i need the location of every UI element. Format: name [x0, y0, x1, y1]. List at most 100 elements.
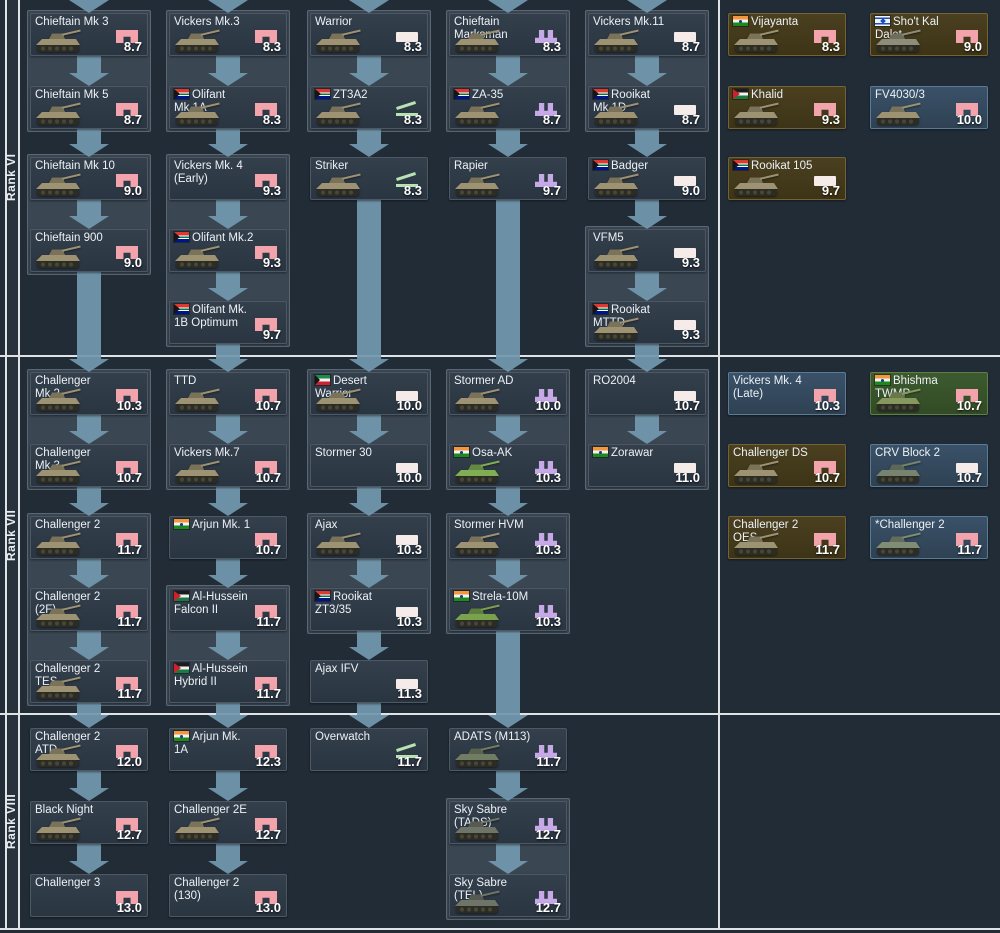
- vehicle-name: Strela-10M: [454, 591, 537, 604]
- vehicle-card-badger[interactable]: Badger 9.0: [588, 157, 706, 200]
- vehicle-card-crv-block-2[interactable]: CRV Block 2 10.7: [870, 444, 988, 487]
- vehicle-type-icon-mbt: [255, 318, 277, 331]
- vehicle-name: Arjun Mk. 1A: [174, 731, 241, 756]
- vehicle-card-rooikat-mttd[interactable]: Rooikat MTTD 9.3: [588, 301, 706, 344]
- vehicle-name: Rooikat 105: [733, 160, 816, 173]
- vehicle-card-olifant-mk-2[interactable]: Olifant Mk.2 9.3: [169, 229, 287, 272]
- research-arrow-shaft: [77, 415, 101, 431]
- research-arrow-head: [208, 715, 248, 728]
- vehicle-card-chieftain-mk-5[interactable]: Chieftain Mk 5 8.7: [30, 86, 148, 129]
- vehicle-card-striker[interactable]: Striker 8.3: [310, 157, 428, 200]
- vehicle-card-adats-m113[interactable]: ADATS (M113) 11.7: [449, 728, 567, 771]
- battle-rating: 9.0: [123, 255, 142, 270]
- vehicle-card-challenger-2-atd[interactable]: Challenger 2 ATD 12.0: [30, 728, 148, 771]
- vehicle-card-olifant-mk-1a[interactable]: Olifant Mk.1A 8.3: [169, 86, 287, 129]
- vehicle-card-zt3a2[interactable]: ZT3A2 8.3: [310, 86, 428, 129]
- research-arrow-shaft: [635, 200, 659, 216]
- vehicle-card-challenger-2-tes[interactable]: Challenger 2 TES 11.7: [30, 660, 148, 703]
- battle-rating: 10.0: [956, 112, 982, 127]
- research-arrow-shaft: [635, 415, 659, 431]
- vehicle-type-icon-mbt: [956, 30, 978, 43]
- vehicle-card-warrior[interactable]: Warrior 8.3: [310, 13, 428, 56]
- battle-rating: 11.7: [815, 542, 840, 557]
- vehicle-card-desert-warrior[interactable]: Desert Warrior 10.0: [310, 372, 428, 415]
- vehicle-card-vickers-mk-4-late[interactable]: Vickers Mk. 4 (Late)10.3: [728, 372, 846, 415]
- vehicle-card-rapier[interactable]: Rapier 9.7: [449, 157, 567, 200]
- vehicle-card-black-night[interactable]: Black Night 12.7: [30, 801, 148, 844]
- tank-image: [455, 173, 500, 196]
- vehicle-card-ttd[interactable]: TTD 10.7: [169, 372, 287, 415]
- battle-rating: 10.7: [956, 398, 982, 413]
- vehicle-card-vickers-mk-3[interactable]: Vickers Mk.3 8.3: [169, 13, 287, 56]
- research-arrow-head: [69, 647, 109, 660]
- flag-icon-south-africa: [174, 232, 189, 242]
- vehicle-card-stormer-ad[interactable]: Stormer AD 10.0: [449, 372, 567, 415]
- tank-image: [316, 102, 361, 125]
- flag-icon-south-africa: [174, 89, 189, 99]
- research-arrow-head: [627, 216, 667, 229]
- vehicle-card-fv4030-3[interactable]: FV4030/3 10.0: [870, 86, 988, 129]
- vehicle-card-vickers-mk-7[interactable]: Vickers Mk.7 10.7: [169, 444, 287, 487]
- research-arrow-head: [349, 73, 389, 86]
- research-arrow-shaft: [216, 487, 240, 503]
- vehicle-card-rooikat-105[interactable]: Rooikat 105 9.7: [728, 157, 846, 200]
- vehicle-type-icon-mbt: [255, 818, 277, 831]
- battle-rating: 9.0: [963, 39, 982, 54]
- vehicle-card-chieftain-marksman[interactable]: Chieftain Marksman 8.3: [449, 13, 567, 56]
- vehicle-card-sky-sabre-tel[interactable]: Sky Sabre (TEL) 12.7: [449, 874, 567, 917]
- battle-rating: 10.0: [535, 398, 561, 413]
- vehicle-card-strela-10m[interactable]: Strela-10M 10.3: [449, 588, 567, 631]
- research-arrow-shaft: [77, 631, 101, 647]
- research-arrow-head: [208, 575, 248, 588]
- vehicle-card-ajax[interactable]: Ajax 10.3: [310, 516, 428, 559]
- vehicle-card-challenger-ds[interactable]: Challenger DS 10.7: [728, 444, 846, 487]
- vehicle-card-chieftain-900[interactable]: Chieftain 900 9.0: [30, 229, 148, 272]
- vehicle-card-challenger-mk-2[interactable]: Challenger Mk.2 10.3: [30, 372, 148, 415]
- vehicle-card-sho-t-kal-dalet[interactable]: Sho't Kal Dalet 9.0: [870, 13, 988, 56]
- vehicle-card-challenger-2e[interactable]: Challenger 2E 12.7: [169, 801, 287, 844]
- flag-icon-jordan: [733, 89, 748, 99]
- research-arrow-shaft: [357, 631, 381, 647]
- vehicle-card-challenger-mk-3[interactable]: Challenger Mk.3 10.7: [30, 444, 148, 487]
- vehicle-card-sky-sabre-tads[interactable]: Sky Sabre (TADS) 12.7: [449, 801, 567, 844]
- vehicle-card-vfm5[interactable]: VFM5 9.3: [588, 229, 706, 272]
- vehicle-name: Chieftain Mk 3: [35, 16, 109, 28]
- vehicle-card-za-35[interactable]: ZA-35 8.7: [449, 86, 567, 129]
- vehicle-name: Badger: [593, 160, 676, 173]
- vehicle-card-challenger-2[interactable]: *Challenger 2 11.7: [870, 516, 988, 559]
- vehicle-card-challenger-2-oes[interactable]: Challenger 2 OES 11.7: [728, 516, 846, 559]
- flag-icon-israel: [875, 16, 890, 26]
- vehicle-card-challenger-2-130[interactable]: Challenger 2 (130)13.0: [169, 874, 287, 917]
- vehicle-card-stormer-hvm[interactable]: Stormer HVM 10.3: [449, 516, 567, 559]
- vehicle-name: Khalid: [733, 89, 816, 102]
- vehicle-card-challenger-2-2f[interactable]: Challenger 2 (2F) 11.7: [30, 588, 148, 631]
- vehicle-card-chieftain-mk-10[interactable]: Chieftain Mk 10 9.0: [30, 157, 148, 200]
- vehicle-card-challenger-2[interactable]: Challenger 2 11.7: [30, 516, 148, 559]
- vehicle-name: Zorawar: [593, 447, 676, 460]
- battle-rating: 8.3: [821, 39, 840, 54]
- vehicle-card-chieftain-mk-3[interactable]: Chieftain Mk 3 8.7: [30, 13, 148, 56]
- vehicle-card-rooikat-mk-1d[interactable]: Rooikat Mk.1D 8.7: [588, 86, 706, 129]
- vehicle-card-vickers-mk-11[interactable]: Vickers Mk.11 8.7: [588, 13, 706, 56]
- tank-image: [36, 388, 81, 411]
- vehicle-card-vijayanta[interactable]: Vijayanta 8.3: [728, 13, 846, 56]
- vehicle-card-vickers-mk-4-early[interactable]: Vickers Mk. 4 (Early)9.3: [169, 157, 287, 200]
- battle-rating: 12.0: [116, 754, 142, 769]
- vehicle-card-khalid[interactable]: Khalid 9.3: [728, 86, 846, 129]
- vehicle-card-osa-ak[interactable]: Osa-AK 10.3: [449, 444, 567, 487]
- research-arrow-shaft: [216, 771, 240, 788]
- vehicle-type-icon-mbt: [116, 818, 138, 831]
- vehicle-card-bhishma-twmp[interactable]: Bhishma TWMP 10.7: [870, 372, 988, 415]
